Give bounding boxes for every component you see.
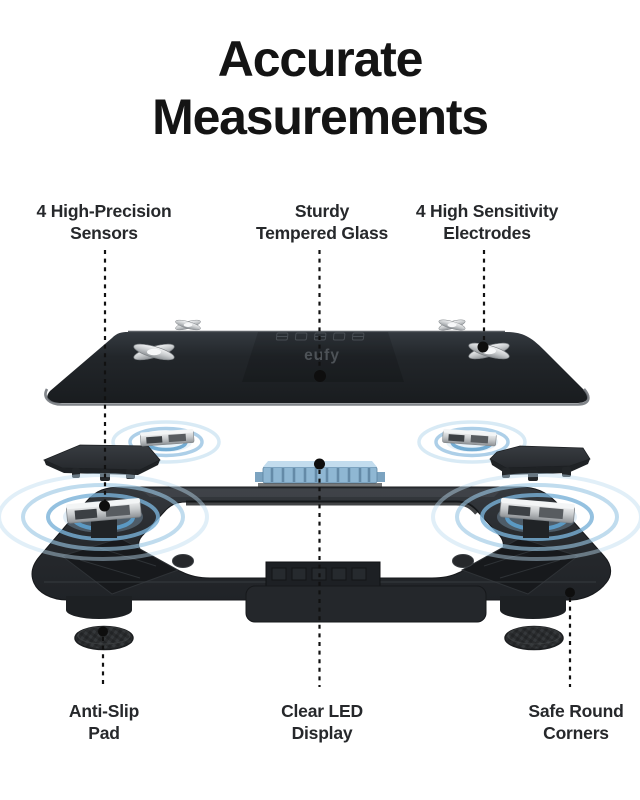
leader-dot-icon [314, 370, 326, 382]
leader-dots [98, 341, 575, 637]
foot-left [66, 596, 132, 619]
glass-platform: eufy [44, 317, 590, 406]
eufy-logo: eufy [304, 347, 340, 364]
page-title-line2: Measurements [152, 89, 489, 145]
display-panel-tint [242, 332, 404, 382]
sensor-load-cell-left [65, 497, 142, 538]
callout-high-precision-sensors: 4 High-Precision Sensors [36, 201, 172, 243]
front-trim [245, 585, 487, 623]
rear-pad-left [172, 554, 194, 568]
corner-cap-right [489, 445, 591, 481]
leader-dot-icon [477, 341, 489, 353]
sensor-load-cell-right [499, 497, 576, 538]
callout-safe-round-corners: Safe Round Corners [528, 701, 624, 743]
callout-anti-slip-pad: Anti-Slip Pad [68, 701, 140, 743]
electrode-back-right [437, 317, 467, 333]
leader-dot-icon [99, 500, 110, 512]
rear-pad-right [452, 554, 474, 568]
page-title: Accurate Measurements [0, 30, 640, 146]
callout-high-sensitivity-electrodes: 4 High Sensitivity Electrodes [415, 201, 559, 243]
callout-tempered-glass: Sturdy Tempered Glass [255, 201, 389, 243]
leader-lines [101, 250, 572, 687]
leader-dot-icon [565, 587, 575, 598]
anti-slip-pad-icon [504, 625, 564, 651]
callout-led-display: Clear LED Display [281, 701, 363, 743]
glass-rim [44, 388, 590, 406]
leader-dot-icon [98, 626, 108, 637]
leader-dot-icon [314, 458, 325, 470]
electrode-back-left [174, 317, 202, 333]
page-title-line1: Accurate [217, 31, 424, 87]
foot-right [500, 596, 566, 619]
